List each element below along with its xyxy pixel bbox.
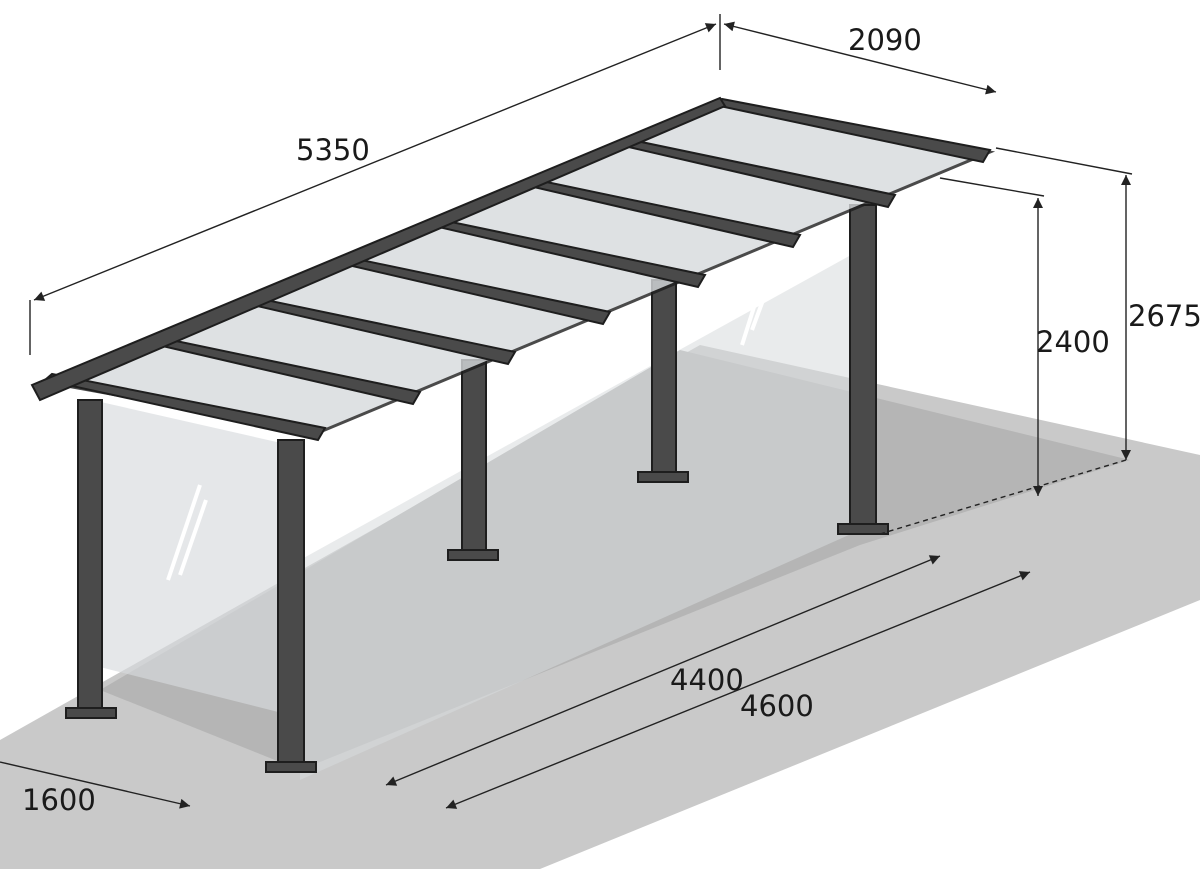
post-front-right	[277, 439, 305, 766]
post-middle	[461, 359, 487, 556]
dim-post-span-inner: 4400	[670, 663, 744, 697]
glass-reflection-icon	[166, 249, 778, 581]
dim-overall-length: 5350	[296, 133, 370, 167]
post-foot	[265, 761, 317, 773]
post-foot	[837, 523, 889, 535]
posts	[65, 204, 889, 773]
side-glass-panel	[92, 400, 290, 715]
dim-clear-height: 2400	[1036, 325, 1110, 359]
post-foot	[65, 707, 117, 719]
dim-overall-depth: 2090	[848, 23, 922, 57]
post-foot	[637, 471, 689, 483]
post-foot	[447, 549, 499, 561]
post-back-middle	[651, 279, 677, 476]
dimension-lines	[0, 14, 1133, 809]
dim-post-depth: 1600	[22, 783, 96, 817]
post-front-left	[77, 399, 103, 711]
dim-post-span-outer: 4600	[740, 689, 814, 723]
post-back-right	[849, 204, 877, 531]
dim-overall-height: 2675	[1128, 299, 1200, 333]
